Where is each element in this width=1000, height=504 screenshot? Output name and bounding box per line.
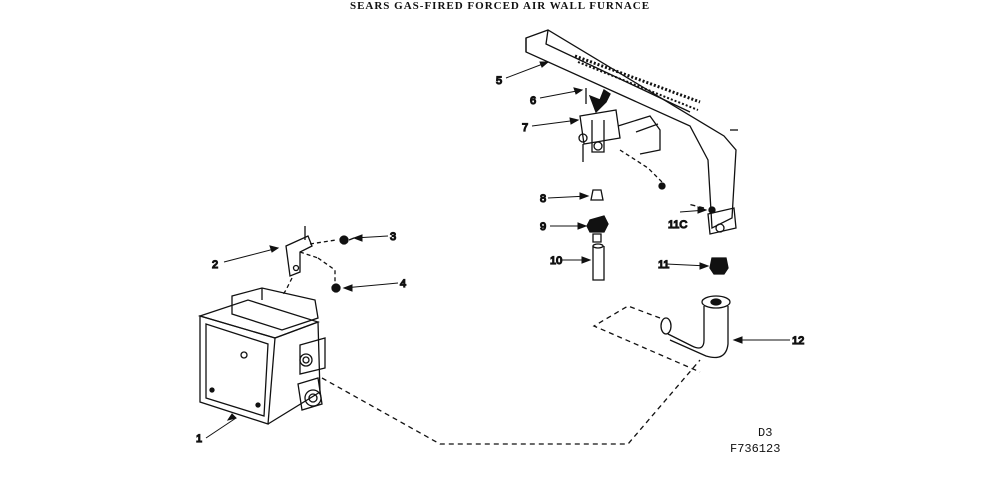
elbow-pipe-12 <box>660 295 731 359</box>
callout-8: 8 <box>540 193 546 205</box>
gas-valve-assembly <box>197 287 326 425</box>
screw-11c <box>708 206 716 214</box>
mounting-bracket <box>281 226 337 297</box>
connection-lines <box>321 203 705 445</box>
callout-5: 5 <box>496 75 502 87</box>
pilot-tube-10 <box>592 243 605 281</box>
callout-11: 11 <box>658 259 669 271</box>
screw-4 <box>331 283 341 293</box>
callout-3: 3 <box>390 231 396 243</box>
callout-7: 7 <box>522 122 528 134</box>
callout-6: 6 <box>530 95 536 107</box>
drawing-code: D3 <box>758 426 773 440</box>
callout-10: 10 <box>550 255 562 267</box>
callout-2: 2 <box>212 259 218 271</box>
callout-1: 1 <box>196 433 202 445</box>
screw-3 <box>339 235 355 245</box>
callout-9: 9 <box>540 221 546 233</box>
main-orifice-11 <box>709 257 729 275</box>
figure-number: F736123 <box>730 442 781 456</box>
pilot-assembly <box>578 88 666 190</box>
nut-9 <box>586 215 609 243</box>
orifice-8 <box>590 189 604 201</box>
callout-12: 12 <box>792 335 804 347</box>
burner-manifold <box>525 29 738 235</box>
callout-4: 4 <box>400 278 406 290</box>
diagram-title: SEARS GAS-FIRED FORCED AIR WALL FURNACE <box>349 0 651 12</box>
callout-11c: 11C <box>668 219 687 231</box>
leader-lines <box>205 61 790 439</box>
